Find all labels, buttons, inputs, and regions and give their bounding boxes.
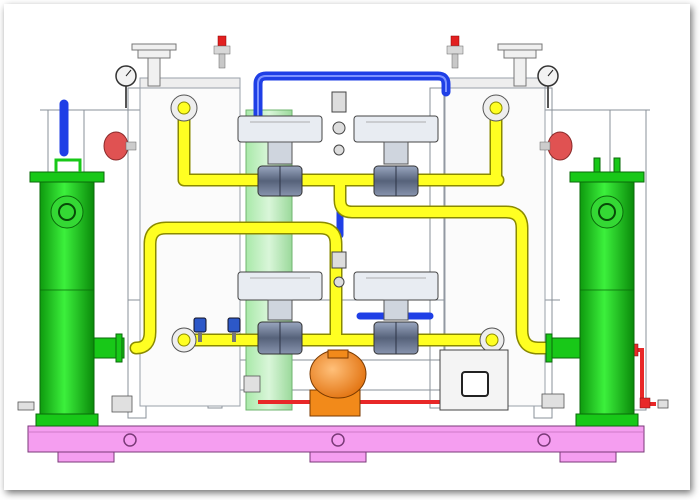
- transmitter-icon: [193, 317, 207, 342]
- actuated-valve-icon: [353, 271, 439, 355]
- pump: [309, 349, 367, 417]
- transmitter-icon: [227, 317, 241, 342]
- side-indicator-right: [539, 131, 573, 161]
- side-indicator-left: [103, 131, 137, 161]
- vessel-right: [545, 157, 645, 427]
- relief-valve-icon: [213, 35, 231, 69]
- top-stack-right: [497, 43, 543, 87]
- control-panel: [439, 349, 509, 411]
- instrument-cluster: [331, 91, 347, 288]
- vessel-left: [29, 158, 125, 427]
- actuated-valve-icon: [353, 115, 439, 197]
- pressure-gauge-icon: [537, 65, 559, 108]
- actuated-valve-icon: [237, 115, 323, 197]
- top-stack-left: [131, 43, 177, 87]
- skid-base: [27, 425, 645, 463]
- relief-valve-icon: [446, 35, 464, 69]
- pressure-gauge-icon: [115, 65, 137, 108]
- drain-fittings: [17, 375, 669, 413]
- actuated-valve-icon: [237, 271, 323, 355]
